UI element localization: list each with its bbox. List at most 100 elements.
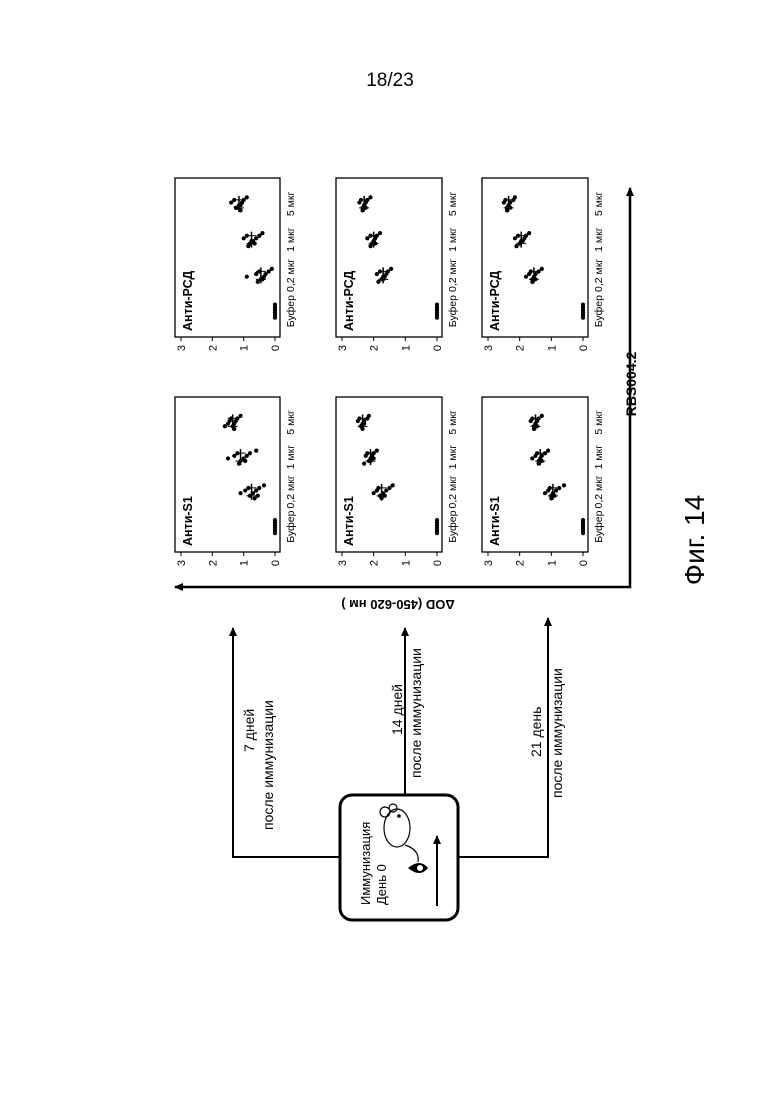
data-point: [502, 200, 506, 204]
y-tick-label: 2: [369, 560, 381, 566]
x-tick-label: 1 мкг: [447, 227, 459, 252]
data-point: [524, 275, 528, 279]
x-tick-label: 0,2 мкг: [447, 259, 459, 292]
chart-panel: 0123Буфер0,2 мкг1 мкг5 мкгАнти-S1: [175, 397, 297, 566]
data-point: [365, 236, 369, 240]
panel-title: Анти-РСД: [488, 271, 502, 331]
main-axes: [175, 188, 630, 587]
data-point: [362, 462, 366, 466]
y-tick-label: 1: [239, 345, 251, 351]
data-point: [243, 488, 247, 492]
data-point: [514, 244, 518, 248]
figure-caption: Фиг. 14: [679, 495, 710, 585]
y-tick-label: 2: [515, 345, 527, 351]
data-point: [232, 454, 236, 458]
x-tick-label: 0,2 мкг: [593, 259, 605, 292]
data-point: [364, 454, 368, 458]
data-point: [513, 236, 517, 240]
data-point: [223, 424, 227, 428]
x-tick-label: 5 мкг: [447, 192, 459, 217]
y-tick-label: 0: [432, 560, 444, 566]
timepoint-7-days: 7 дней: [241, 709, 257, 752]
x-tick-label: Буфер: [285, 295, 297, 327]
data-point: [562, 483, 566, 487]
timepoint-21-after: после иммунизации: [549, 668, 565, 798]
y-tick-label: 1: [546, 345, 558, 351]
data-point: [254, 272, 258, 276]
y-tick-label: 1: [546, 560, 558, 566]
y-tick-label: 0: [270, 560, 282, 566]
data-point: [226, 456, 230, 460]
x-tick-label: Буфер: [285, 510, 297, 542]
data-point: [254, 449, 258, 453]
y-tick-label: 0: [270, 345, 282, 351]
panel-title: Анти-РСД: [342, 271, 356, 331]
panel-title: Анти-S1: [181, 496, 195, 546]
x-tick-label: Буфер: [447, 510, 459, 542]
injection-icon: [408, 863, 428, 873]
data-point: [238, 491, 242, 495]
x-tick-label: 0,2 мкг: [447, 475, 459, 508]
data-point: [357, 200, 361, 204]
y-tick-label: 3: [337, 560, 349, 566]
data-point: [543, 491, 547, 495]
data-point: [262, 483, 266, 487]
y-tick-label: 3: [483, 345, 495, 351]
y-tick-label: 2: [369, 345, 381, 351]
x-tick-label: 1 мкг: [593, 445, 605, 470]
y-tick-label: 0: [578, 560, 590, 566]
panels: 0123Буфер0,2 мкг1 мкг5 мкгАнти-S10123Буф…: [175, 178, 605, 566]
data-point: [376, 280, 380, 284]
data-point: [253, 496, 257, 500]
immunization-label: Иммунизация: [358, 822, 373, 905]
x-tick-label: 0,2 мкг: [285, 259, 297, 292]
immunization-day-label: День 0: [374, 864, 389, 905]
panel-title: Анти-РСД: [181, 271, 195, 331]
timepoint-7-after: после иммунизации: [260, 700, 276, 830]
x-tick-label: 1 мкг: [285, 227, 297, 252]
y-tick-label: 0: [432, 345, 444, 351]
x-tick-label: Буфер: [593, 510, 605, 542]
y-tick-label: 3: [176, 560, 188, 566]
y-tick-label: 0: [578, 345, 590, 351]
timepoint-14-after: после иммунизации: [408, 648, 424, 778]
timepoint-14-days: 14 дней: [389, 684, 405, 735]
data-point: [368, 244, 372, 248]
y-tick-label: 3: [337, 345, 349, 351]
data-point: [375, 272, 379, 276]
x-tick-label: 1 мкг: [447, 445, 459, 470]
data-point: [242, 236, 246, 240]
panel-title: Анти-S1: [342, 496, 356, 546]
timepoint-21-label: 21 день после иммунизации: [528, 668, 565, 798]
chart-panel: 0123Буфер0,2 мкг1 мкг5 мкгАнти-РСД: [175, 178, 297, 351]
y-tick-label: 1: [400, 560, 412, 566]
y-tick-label: 3: [176, 345, 188, 351]
data-point: [356, 419, 360, 423]
chart-panel: 0123Буфер0,2 мкг1 мкг5 мкгАнти-S1: [336, 397, 459, 566]
chart-panel: 0 1 2 3 Буфер 0,2 мкг 1 мкг 5 мкгАнти-РСД: [336, 178, 459, 351]
data-point: [256, 280, 260, 284]
y-tick-label: 2: [515, 560, 527, 566]
timeline: [233, 618, 548, 857]
x-tick-label: 5 мкг: [285, 410, 297, 435]
timepoint-14-label: 14 дней после иммунизации: [389, 648, 424, 778]
x-tick-label: 0,2 мкг: [593, 475, 605, 508]
panel-title: Анти-S1: [488, 496, 502, 546]
chart-panel: 0123Буфер0,2 мкг1 мкг5 мкгАнти-РСД: [482, 178, 605, 351]
x-tick-label: Буфер: [593, 295, 605, 327]
mouse-icon: [380, 804, 418, 862]
x-tick-label: 1 мкг: [285, 445, 297, 470]
y-axis-label: ΔOD (450-620 нм ): [341, 597, 455, 612]
x-tick-label: Буфер: [447, 295, 459, 327]
x-axis-label: RBS004.2: [623, 351, 639, 416]
data-point: [372, 491, 376, 495]
y-tick-label: 2: [207, 560, 219, 566]
immunization-box: Иммунизация День 0: [340, 795, 458, 920]
x-tick-label: 5 мкг: [593, 410, 605, 435]
y-tick-label: 3: [483, 560, 495, 566]
y-tick-label: 1: [400, 345, 412, 351]
chart-panel: 0 1 2 3 Буфер 0,2 мкг 1 мкг 5 мкгАнти-S1: [482, 397, 605, 566]
y-tick-label: 2: [207, 345, 219, 351]
data-point: [229, 200, 233, 204]
x-tick-label: 1 мкг: [593, 227, 605, 252]
